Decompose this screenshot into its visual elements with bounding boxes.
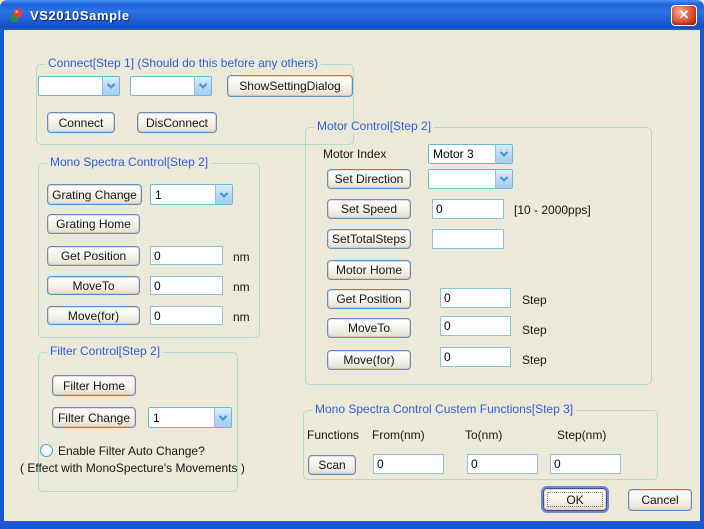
- motor-get-position-unit: Step: [522, 293, 547, 307]
- set-direction-button[interactable]: Set Direction: [327, 169, 411, 189]
- direction-combo-value: [429, 170, 495, 188]
- motor-movefor-field[interactable]: [440, 347, 511, 367]
- speed-range-note: [10 - 2000pps]: [514, 203, 591, 217]
- connect-button[interactable]: Connect: [47, 112, 115, 133]
- scan-button[interactable]: Scan: [308, 455, 356, 475]
- connect-group: Connect[Step 1] (Should do this before a…: [36, 56, 354, 145]
- mono-get-position-unit: nm: [233, 250, 250, 264]
- chevron-down-icon[interactable]: [495, 170, 512, 188]
- motor-index-combo[interactable]: Motor 3: [428, 144, 513, 164]
- enable-filter-auto-change-label: Enable Filter Auto Change?: [58, 444, 205, 458]
- motor-get-position-button[interactable]: Get Position: [327, 289, 411, 309]
- custom-functions-group: Mono Spectra Control Custem Functions[St…: [303, 402, 658, 480]
- connect-group-caption: Connect[Step 1] (Should do this before a…: [45, 56, 322, 71]
- motor-group: Motor Control[Step 2]: [305, 119, 652, 385]
- filter-change-button[interactable]: Filter Change: [52, 407, 136, 428]
- motor-movefor-button[interactable]: Move(for): [327, 350, 411, 370]
- ok-button[interactable]: OK: [543, 488, 607, 511]
- set-total-steps-button[interactable]: SetTotalSteps: [327, 229, 411, 249]
- direction-combo[interactable]: [428, 169, 513, 189]
- grating-change-button[interactable]: Grating Change: [47, 184, 142, 205]
- connect-baud-combo[interactable]: [130, 76, 212, 96]
- to-label: To(nm): [465, 428, 503, 442]
- filter-group: Filter Control[Step 2]: [38, 344, 238, 492]
- motor-index-label: Motor Index: [323, 147, 387, 161]
- chevron-down-icon[interactable]: [495, 145, 512, 163]
- chevron-down-icon[interactable]: [102, 77, 119, 95]
- filter-combo[interactable]: 1: [148, 407, 232, 428]
- mono-moveto-unit: nm: [233, 280, 250, 294]
- motor-moveto-button[interactable]: MoveTo: [327, 318, 411, 338]
- filter-group-caption: Filter Control[Step 2]: [47, 344, 164, 359]
- mono-spectra-group-caption: Mono Spectra Control[Step 2]: [47, 155, 212, 170]
- filter-home-button[interactable]: Filter Home: [52, 375, 136, 396]
- motor-movefor-unit: Step: [522, 353, 547, 367]
- step-label: Step(nm): [557, 428, 607, 442]
- custom-functions-group-caption: Mono Spectra Control Custem Functions[St…: [312, 402, 577, 417]
- connect-port-combo-value: [39, 77, 102, 95]
- motor-index-combo-value: Motor 3: [433, 147, 474, 161]
- motor-moveto-unit: Step: [522, 323, 547, 337]
- mono-movefor-field[interactable]: [150, 306, 223, 325]
- mono-get-position-button[interactable]: Get Position: [47, 246, 140, 266]
- chevron-down-icon[interactable]: [194, 77, 211, 95]
- enable-filter-auto-change-radio[interactable]: [40, 444, 53, 457]
- connect-port-combo[interactable]: [38, 76, 120, 96]
- scan-from-field[interactable]: [373, 454, 444, 474]
- grating-combo[interactable]: 1: [150, 184, 233, 205]
- window-border-bottom: [0, 521, 704, 529]
- mono-moveto-field[interactable]: [150, 276, 223, 295]
- window-title: VS2010Sample: [30, 7, 130, 23]
- grating-home-button[interactable]: Grating Home: [47, 214, 140, 234]
- chevron-down-icon[interactable]: [215, 185, 232, 204]
- disconnect-button[interactable]: DisConnect: [137, 112, 217, 133]
- functions-label: Functions: [307, 428, 360, 442]
- mono-movefor-unit: nm: [233, 310, 250, 324]
- window-border-left: [0, 30, 4, 529]
- set-speed-button[interactable]: Set Speed: [327, 199, 411, 219]
- show-setting-dialog-button[interactable]: ShowSettingDialog: [227, 75, 353, 97]
- app-icon: [9, 8, 23, 23]
- mono-moveto-button[interactable]: MoveTo: [47, 276, 140, 295]
- motor-group-caption: Motor Control[Step 2]: [314, 119, 435, 134]
- motor-moveto-field[interactable]: [440, 316, 511, 336]
- filter-combo-value: 1: [153, 410, 160, 425]
- mono-movefor-button[interactable]: Move(for): [47, 306, 140, 325]
- connect-baud-combo-value: [131, 77, 194, 95]
- window-border-right: [700, 30, 704, 529]
- close-icon[interactable]: ✕: [671, 5, 697, 26]
- filter-note: ( Effect with MonoSpecture's Movements ): [20, 461, 245, 475]
- mono-spectra-group: Mono Spectra Control[Step 2]: [38, 155, 260, 338]
- motor-home-button[interactable]: Motor Home: [327, 260, 411, 280]
- cancel-button[interactable]: Cancel: [628, 489, 692, 511]
- mono-get-position-field[interactable]: [150, 246, 223, 265]
- grating-combo-value: 1: [155, 187, 162, 202]
- from-label: From(nm): [372, 428, 425, 442]
- scan-step-field[interactable]: [550, 454, 621, 474]
- set-total-steps-field[interactable]: [432, 229, 504, 249]
- chevron-down-icon[interactable]: [214, 408, 231, 427]
- title-bar: VS2010Sample ✕: [0, 0, 704, 30]
- scan-to-field[interactable]: [467, 454, 538, 474]
- motor-get-position-field[interactable]: [440, 288, 511, 308]
- set-speed-field[interactable]: [432, 199, 504, 219]
